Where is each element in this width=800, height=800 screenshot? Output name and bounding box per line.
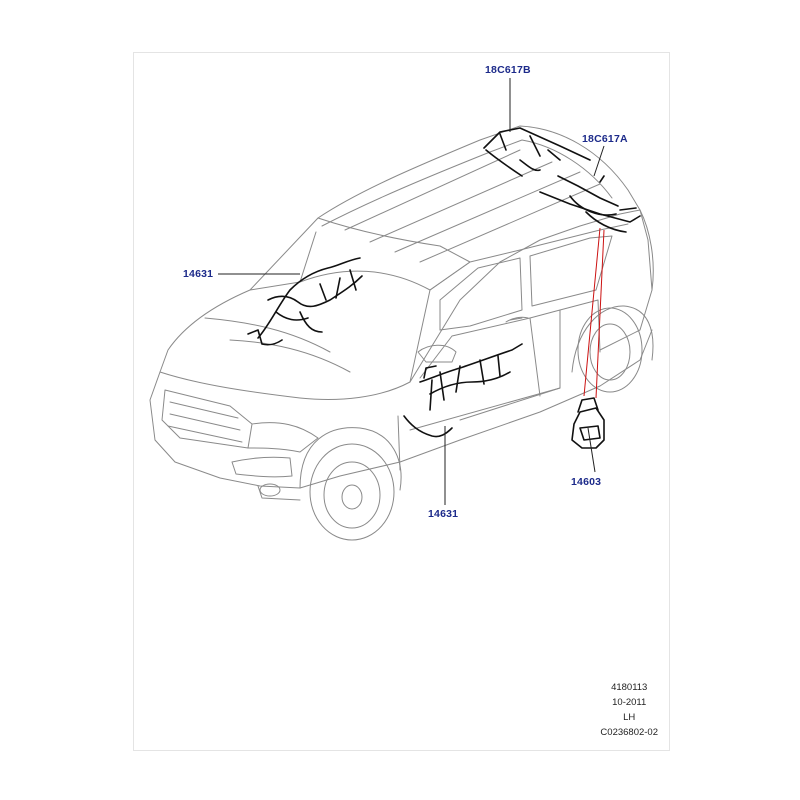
control-module-bracket — [571, 407, 605, 449]
door-harness — [419, 343, 523, 383]
highlight-lines — [583, 227, 605, 399]
callout-14603: 14603 — [571, 476, 602, 488]
drawing-date: 10-2011 — [612, 697, 647, 708]
roof-harness-b — [483, 127, 591, 161]
wiring-harnesses — [247, 127, 641, 449]
callout-18c617a: 18C617A — [582, 133, 628, 145]
roof-harness-a — [539, 191, 641, 223]
leader-lines — [218, 78, 605, 505]
callout-18c617b: 18C617B — [485, 64, 531, 76]
callout-14631-door: 14631 — [428, 508, 459, 520]
callout-14631-dash: 14631 — [183, 268, 214, 280]
vehicle-outline — [149, 125, 654, 541]
drawing-number: 4180113 — [611, 682, 648, 693]
catalog-code: C0236802-02 — [600, 727, 658, 738]
dash-harness — [257, 257, 361, 339]
drawing-side: LH — [623, 712, 636, 723]
diagram-sheet — [133, 52, 670, 751]
reference-block: 4180113 10-2011 LH C0236802-02 — [600, 680, 658, 740]
